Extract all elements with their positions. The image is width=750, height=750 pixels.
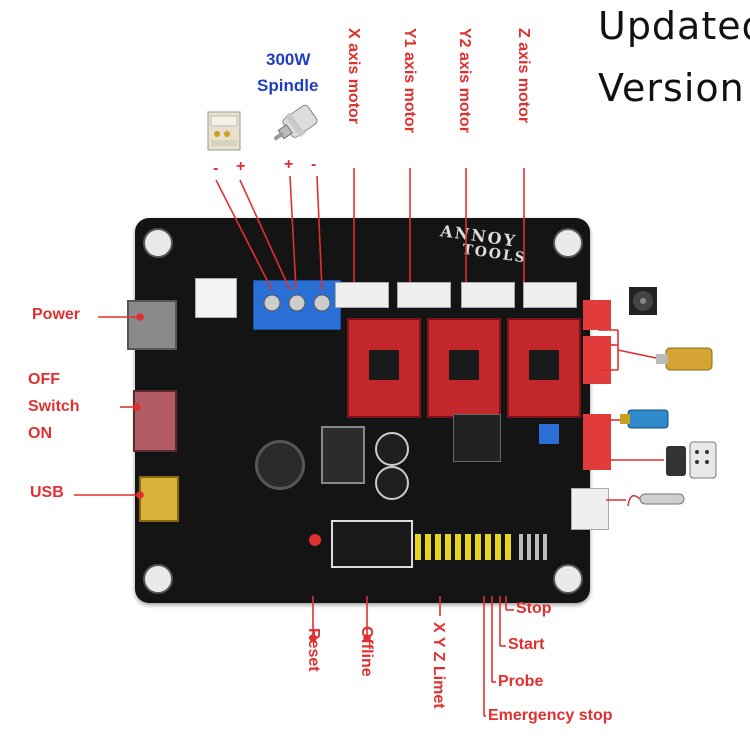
stepper-driver	[347, 318, 421, 418]
laser-ttl-icon	[620, 404, 672, 434]
dc-power-jack	[127, 300, 177, 350]
inductor	[255, 440, 305, 490]
capacitor	[375, 466, 409, 500]
x-axis-motor-label: X axis motor	[345, 28, 362, 125]
y2-axis-motor-label: Y2 axis motor	[456, 28, 473, 133]
mount-hole	[553, 228, 583, 258]
spindle-terminal-block	[253, 280, 341, 330]
spindle-minus: -	[311, 156, 317, 173]
reset-label: Reset	[305, 628, 322, 672]
brand-logo: ANNOY TOOLS	[439, 221, 540, 272]
stop-label: Stop	[516, 600, 552, 617]
microcontroller-chip	[453, 414, 501, 462]
laser-ttl-port	[583, 414, 611, 470]
emergency-stop-label: Emergency stop	[488, 707, 613, 724]
power-switch	[133, 390, 177, 452]
y1-axis-motor-label: Y1 axis motor	[401, 28, 418, 133]
fan-connector	[195, 278, 237, 318]
z-motor-header	[523, 282, 577, 308]
spindle-plus: +	[284, 156, 294, 173]
xyz-limit-label: X Y Z Limet	[430, 622, 447, 709]
blue-jumper	[539, 424, 559, 444]
spindle-motor-icon	[273, 100, 330, 152]
version-text: Version	[598, 66, 745, 110]
controller-board: ANNOY TOOLS	[127, 218, 611, 603]
x-motor-header	[335, 282, 389, 308]
offline-label: Offline	[358, 626, 375, 677]
spindle-name-label: Spindle	[257, 76, 319, 95]
mount-hole	[143, 564, 173, 594]
stepper-driver	[507, 318, 581, 418]
usb-port	[139, 476, 179, 522]
y1-motor-header	[397, 282, 451, 308]
limit-pin-header	[415, 534, 515, 560]
psu-plus: +	[236, 158, 246, 175]
usb-label: USB	[30, 484, 64, 501]
power-supply-icon	[205, 108, 243, 154]
stepper-driver	[427, 318, 501, 418]
offline-controller-icon	[664, 438, 718, 482]
reset-button	[309, 534, 321, 546]
on-label: ON	[28, 425, 52, 442]
switch-label: Switch	[28, 398, 80, 415]
y2-motor-header	[461, 282, 515, 308]
probe-sensor-icon	[626, 486, 688, 512]
laser-port	[583, 336, 611, 384]
power-label: Power	[32, 306, 81, 323]
laser-module-icon	[656, 344, 716, 374]
updated-text: Updated	[598, 4, 750, 48]
z-axis-motor-label: Z axis motor	[515, 28, 532, 124]
start-label: Start	[508, 636, 545, 653]
mount-hole	[143, 228, 173, 258]
off-label: OFF	[28, 371, 60, 388]
mount-hole	[553, 564, 583, 594]
spindle-power-label: 300W	[266, 50, 311, 69]
offline-connector	[331, 520, 413, 568]
control-pin-header	[519, 534, 549, 560]
fan-icon	[628, 286, 658, 316]
fan-port	[583, 300, 611, 330]
probe-label: Probe	[498, 673, 544, 690]
regulator-chip	[321, 426, 365, 484]
sensor-port	[571, 488, 609, 530]
psu-minus: -	[213, 160, 219, 177]
capacitor	[375, 432, 409, 466]
